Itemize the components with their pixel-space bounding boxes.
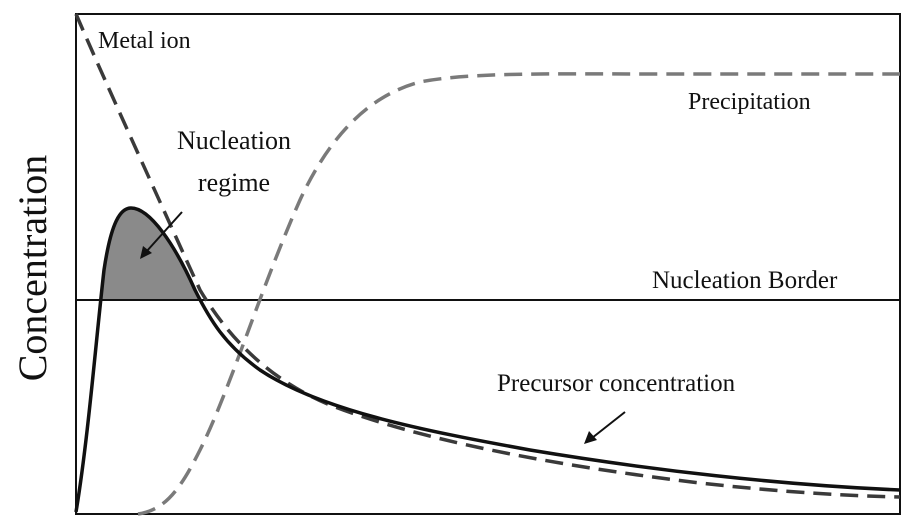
nucleation-regime-label-line2: regime [198,168,270,197]
nucleation-border-label: Nucleation Border [652,267,838,294]
metal-ion-curve [74,13,901,499]
nucleation-regime-arrowhead [140,246,152,259]
precursor-concentration-label: Precursor concentration [497,370,736,397]
precursor-curve [74,206,901,513]
precipitation-label: Precipitation [688,89,811,115]
y-axis-label: Concentration [10,155,55,382]
precursor-arrowhead [584,431,597,444]
nucleation-regime-label-line1: Nucleation [177,126,291,155]
nucleation-regime-arrow [145,211,183,253]
precipitation-curve [137,72,900,516]
metal-ion-label: Metal ion [98,28,191,54]
plot-frame [75,13,901,515]
precursor-arrow [591,411,626,439]
